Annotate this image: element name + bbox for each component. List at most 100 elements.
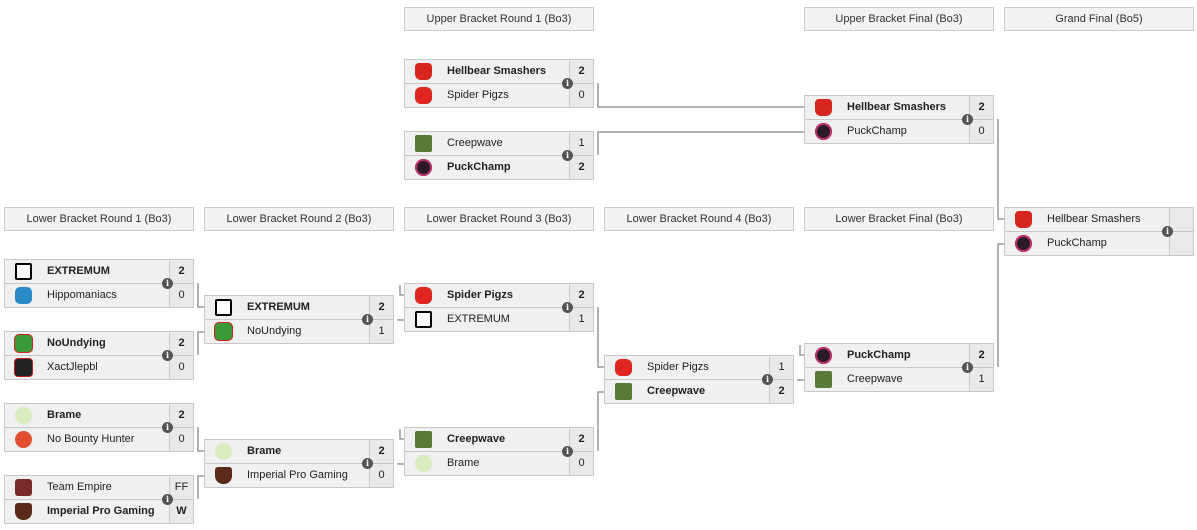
team-score: 0	[569, 452, 593, 475]
team-name[interactable]: PuckChamp	[447, 161, 511, 173]
connector-line	[997, 243, 1004, 367]
hippomaniacs-logo-icon	[15, 287, 32, 304]
team-name[interactable]: EXTREMUM	[247, 301, 310, 313]
team-score: 2	[169, 404, 193, 427]
team-name[interactable]: Spider Pigzs	[647, 361, 709, 373]
match-info-icon[interactable]: i	[962, 362, 973, 373]
team-row[interactable]: Hellbear Smashers	[1004, 207, 1194, 232]
match-info-icon[interactable]: i	[562, 78, 573, 89]
team-name[interactable]: Hellbear Smashers	[1047, 213, 1141, 225]
match-info-icon[interactable]: i	[362, 458, 373, 469]
team-row[interactable]: EXTREMUM 1	[404, 307, 594, 332]
connector-line	[597, 131, 804, 155]
team-row[interactable]: Brame 0	[404, 451, 594, 476]
team-name[interactable]: No Bounty Hunter	[47, 433, 135, 445]
team-name[interactable]: Hippomaniacs	[47, 289, 117, 301]
connector-line	[399, 429, 404, 440]
connector-line	[197, 331, 204, 355]
connector-line	[797, 379, 804, 381]
team-name[interactable]: Imperial Pro Gaming	[247, 469, 348, 481]
match-info-icon[interactable]: i	[162, 350, 173, 361]
hellbear-logo-icon	[815, 99, 832, 116]
team-name[interactable]: Imperial Pro Gaming	[47, 505, 155, 517]
match-info-icon[interactable]: i	[962, 114, 973, 125]
connector-line	[597, 83, 804, 108]
team-name[interactable]: Creepwave	[647, 385, 706, 397]
team-name[interactable]: EXTREMUM	[47, 265, 110, 277]
match-info-icon[interactable]: i	[562, 150, 573, 161]
match-info-icon[interactable]: i	[162, 494, 173, 505]
creepwave-logo-icon	[415, 135, 432, 152]
header-lower-bracket-final: Lower Bracket Final (Bo3)	[804, 207, 994, 231]
team-row[interactable]: Creepwave 2	[604, 379, 794, 404]
team-name[interactable]: Brame	[47, 409, 82, 421]
empire-logo-icon	[15, 479, 32, 496]
spiderpigzs-logo-icon	[615, 359, 632, 376]
team-score: 0	[369, 464, 393, 487]
imperial-logo-icon	[215, 467, 232, 484]
team-name[interactable]: EXTREMUM	[447, 313, 510, 325]
team-name[interactable]: NoUndying	[247, 325, 302, 337]
team-name[interactable]: Creepwave	[447, 137, 503, 149]
match-info-icon[interactable]: i	[1162, 226, 1173, 237]
match-info-icon[interactable]: i	[362, 314, 373, 325]
connector-line	[399, 285, 404, 296]
team-name[interactable]: Spider Pigzs	[447, 89, 509, 101]
team-name[interactable]: NoUndying	[47, 337, 106, 349]
connector-line	[597, 391, 604, 451]
team-row[interactable]: XactJlepbl 0	[4, 355, 194, 380]
connector-line	[397, 463, 404, 465]
team-name[interactable]: Team Empire	[47, 481, 112, 493]
match-info-icon[interactable]: i	[162, 422, 173, 433]
team-name[interactable]: XactJlepbl	[47, 361, 98, 373]
team-score: 1	[769, 356, 793, 379]
brame-logo-icon	[15, 407, 32, 424]
creepwave-logo-icon	[415, 431, 432, 448]
puckchamp-logo-icon	[415, 159, 432, 176]
puckchamp-logo-icon	[815, 347, 832, 364]
team-name[interactable]: Hellbear Smashers	[847, 101, 947, 113]
team-name[interactable]: PuckChamp	[847, 125, 907, 137]
team-name[interactable]: Hellbear Smashers	[447, 65, 547, 77]
team-score: 0	[169, 356, 193, 379]
puckchamp-logo-icon	[1015, 235, 1032, 252]
puckchamp-logo-icon	[815, 123, 832, 140]
team-name[interactable]: PuckChamp	[1047, 237, 1107, 249]
team-name[interactable]: Brame	[447, 457, 480, 469]
team-score: 2	[769, 380, 793, 403]
connector-line	[197, 475, 204, 499]
team-name[interactable]: Brame	[247, 445, 282, 457]
team-row[interactable]: Imperial Pro Gaming 0	[204, 463, 394, 488]
connector-line	[799, 345, 804, 356]
nobounty-logo-icon	[15, 431, 32, 448]
team-name[interactable]: PuckChamp	[847, 349, 911, 361]
match-info-icon[interactable]: i	[562, 302, 573, 313]
team-row[interactable]: PuckChamp	[1004, 231, 1194, 256]
team-name[interactable]: Creepwave	[447, 433, 506, 445]
match-info-icon[interactable]: i	[562, 446, 573, 457]
team-score: 1	[569, 308, 593, 331]
match-info-icon[interactable]: i	[762, 374, 773, 385]
match-info-icon[interactable]: i	[162, 278, 173, 289]
header-lower-bracket-round-1: Lower Bracket Round 1 (Bo3)	[4, 207, 194, 231]
team-name[interactable]: Spider Pigzs	[447, 289, 514, 301]
header-lower-bracket-round-2: Lower Bracket Round 2 (Bo3)	[204, 207, 394, 231]
team-name[interactable]: Creepwave	[847, 373, 903, 385]
